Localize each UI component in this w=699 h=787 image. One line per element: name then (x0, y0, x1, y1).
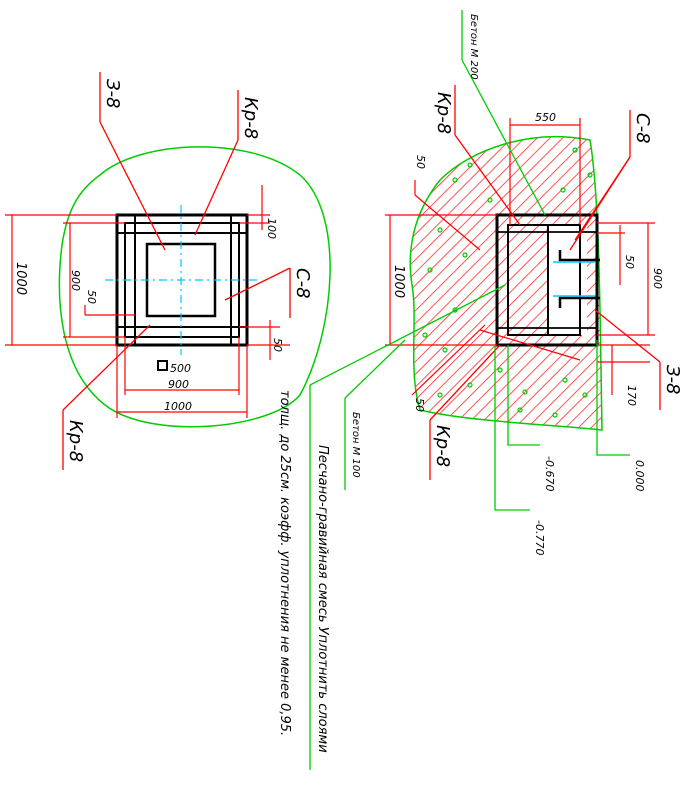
section-mark-kr8-top: Кр-8 (433, 92, 454, 134)
note-line-2: толщ. до 25см. коэфф. уплотнения не мене… (277, 390, 292, 736)
section-dim-50-bottom: 50 (413, 398, 426, 412)
plan-dim-1000-left: 1000 (13, 262, 28, 295)
section-mark-z8: З-8 (662, 365, 683, 395)
plan-dim-bottom (116, 337, 248, 418)
plan-mark-z8: З-8 (102, 79, 123, 109)
section-beton-m200: Бетон М 200 (468, 14, 479, 80)
section-dim-170: 170 (625, 385, 638, 406)
note-line-1: Песчано-гравийная смесь Уплотнить слоями (315, 445, 330, 753)
plan-dim-50-left: 50 (85, 290, 98, 304)
section-dim-900: 900 (651, 268, 664, 289)
section-green-leaders (309, 10, 630, 770)
plan-view: 1000 900 50 100 50 500 900 1000 (5, 72, 331, 470)
section-mark-s8: С-8 (632, 113, 653, 144)
gravel-note: Песчано-гравийная смесь Уплотнить слоями… (277, 390, 330, 753)
plan-mark-kr8-bottom: Кр-8 (65, 420, 86, 462)
plan-dim-500: 500 (170, 362, 191, 375)
section-level-0770: -0.770 (533, 520, 546, 555)
section-dim-1000: 1000 (391, 265, 406, 298)
plan-dim-100-right: 100 (265, 218, 278, 239)
plan-dim-right (239, 185, 290, 360)
section-anchor-cyan (553, 261, 595, 297)
section-dim-50-mid: 50 (623, 255, 636, 269)
section-level-0670: -0.670 (543, 456, 556, 491)
plan-leaders (62, 72, 291, 470)
plan-dim-1000-bottom: 1000 (164, 400, 192, 413)
section-mark-kr8-bottom: Кр-8 (432, 425, 453, 467)
section-dim-550: 550 (535, 111, 556, 124)
section-dim-lines (385, 118, 655, 396)
plan-ground-outline (58, 146, 331, 428)
section-level-0000: 0.000 (633, 460, 646, 492)
section-rebar-cage (507, 224, 581, 336)
plan-anchor-square-icon (157, 360, 168, 371)
plan-dim-900-left: 900 (69, 270, 82, 291)
section-view: 550 50 1000 50 900 170 50 Кр-8 С-8 З-8 К… (309, 10, 683, 770)
plan-dim-left (5, 214, 135, 346)
plan-mark-s8: С-8 (292, 268, 313, 299)
section-leaders (429, 85, 661, 480)
plan-mark-kr8-top: Кр-8 (240, 97, 261, 139)
section-beton-m100: Бетон М 100 (350, 412, 361, 478)
section-anchor-plates (558, 250, 600, 310)
section-gravel-dots (422, 147, 593, 418)
section-dim-50-top: 50 (414, 155, 427, 169)
plan-dim-900-bottom: 900 (168, 378, 189, 391)
plan-dim-50-right: 50 (271, 338, 284, 352)
